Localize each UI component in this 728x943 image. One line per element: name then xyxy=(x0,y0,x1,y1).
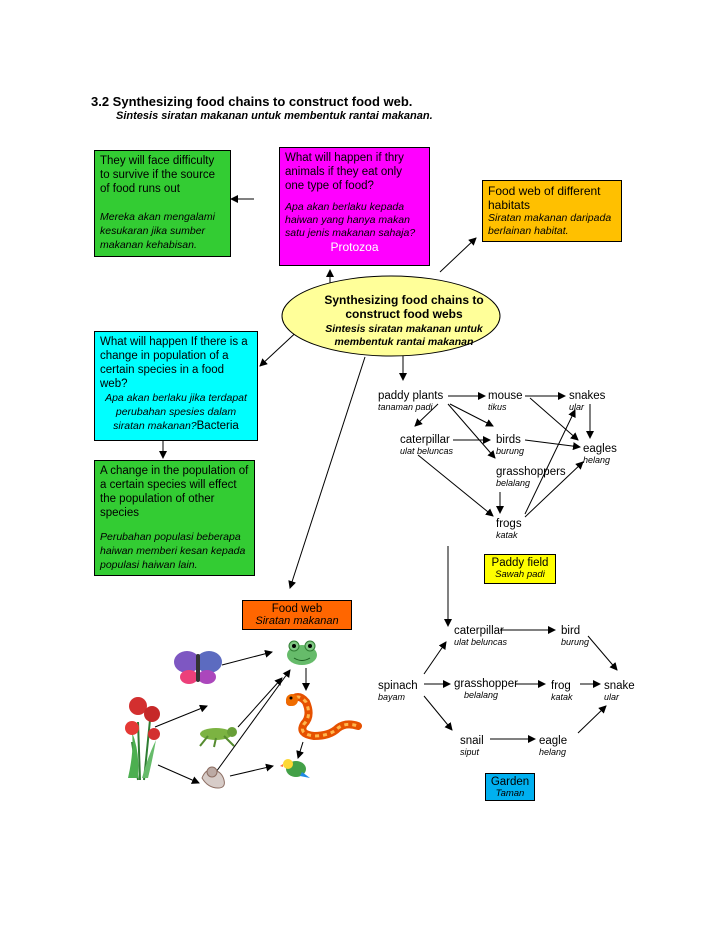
population-text-en: What will happen If there is a change in… xyxy=(100,336,248,390)
worm-picture xyxy=(201,766,225,789)
population-text-ms: Apa akan berlaku jika terdapat perubahan… xyxy=(105,392,247,432)
garden-label-en: Garden xyxy=(490,776,530,788)
center-title-en: Synthesizing food chains to construct fo… xyxy=(324,293,484,321)
one-food-text-ms: Apa akan berlaku kepada haiwan yang hany… xyxy=(285,201,416,239)
population-box: What will happen If there is a change in… xyxy=(94,331,258,441)
butterfly-picture xyxy=(174,651,222,684)
difficulty-box: They will face difficulty to survive if … xyxy=(94,150,231,257)
frog-picture xyxy=(287,640,317,665)
garden-label: Garden Taman xyxy=(485,773,535,801)
bird-picture xyxy=(280,759,310,778)
grasshopper-picture xyxy=(199,727,237,748)
arrow-to-habitats xyxy=(439,237,477,273)
paddy-field-label: Paddy field Sawah padi xyxy=(484,554,556,584)
flower-picture xyxy=(125,697,160,781)
difficulty-text-ms: Mereka akan mengalami kesukaran jika sum… xyxy=(100,211,215,251)
center-title-ms: Sintesis siratan makanan untuk membentuk… xyxy=(325,323,483,348)
snake-picture xyxy=(286,693,362,740)
section-subheading: Sintesis siratan makanan untuk membentuk… xyxy=(116,110,433,122)
change-box: A change in the population of a certain … xyxy=(94,460,255,576)
one-food-box: What will happen if thry animals if they… xyxy=(279,147,430,266)
habitats-text-en: Food web of different habitats xyxy=(488,184,601,212)
paddy-field-label-en: Paddy field xyxy=(491,557,549,569)
arrow-to-food-web-box xyxy=(288,356,366,589)
one-food-text-en: What will happen if thry animals if they… xyxy=(285,152,404,192)
difficulty-text-en: They will face difficulty to survive if … xyxy=(100,155,216,195)
protozoa-label: Protozoa xyxy=(330,240,379,254)
change-text-en: A change in the population of a certain … xyxy=(100,465,249,519)
center-ellipse xyxy=(281,275,501,357)
food-web-box: Food web Siratan makanan xyxy=(242,600,352,630)
garden-label-ms: Taman xyxy=(495,788,525,799)
food-web-label-ms: Siratan makanan xyxy=(255,615,339,627)
section-heading: 3.2 Synthesizing food chains to construc… xyxy=(91,94,413,109)
paddy-field-label-ms: Sawah padi xyxy=(495,569,545,580)
change-text-ms: Perubahan populasi beberapa haiwan membe… xyxy=(100,531,246,571)
habitats-text-ms: Siratan makanan daripada berlainan habit… xyxy=(488,212,612,237)
center-title: Synthesizing food chains to construct fo… xyxy=(314,293,494,349)
food-web-label-en: Food web xyxy=(271,603,323,615)
habitats-box: Food web of different habitats Siratan m… xyxy=(482,180,622,242)
bacteria-label: Bacteria xyxy=(196,420,239,432)
